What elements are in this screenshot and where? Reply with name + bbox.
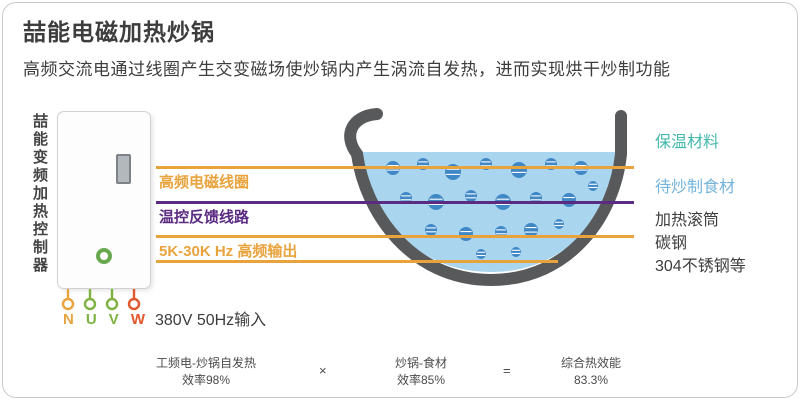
terminal-w: W [130,311,145,328]
efficiency-result: 综合热效能 83.3% [561,355,621,389]
output-label: 5K-30K Hz 高频输出 [159,243,298,260]
page-subtitle: 高频交流电通过线圈产生交变磁场使炒锅内产生涡流自发热，进而实现烘干炒制功能 [23,60,671,79]
drum-label-line2: 碳钢 [655,235,688,252]
controller-display [116,154,131,184]
terminal-wires-icon [61,289,141,311]
equals-sign: = [503,363,511,378]
controller-vertical-label: 喆能变频加热控制器 [31,113,48,275]
multiply-sign: × [319,363,327,378]
terminal-u: U [85,311,97,328]
wire-v-icon [105,289,119,311]
terminal-n: N [63,311,74,328]
wire-w-icon [127,289,141,311]
drum-label-line3: 304不锈钢等 [655,258,746,275]
terminal-letters: N U V W [57,311,151,328]
wok-wall [344,108,627,287]
feedback-line [156,201,634,204]
food-label: 待炒制食材 [655,179,736,196]
efficiency-step2: 炒锅-食材 效率85% [395,355,447,389]
controller-logo-icon [96,248,112,264]
coil-line-top [156,166,634,169]
feedback-label: 温控反馈线路 [159,209,250,226]
efficiency-result-title: 综合热效能 [560,356,622,370]
drum-label-line1: 加热滚筒 [655,212,720,229]
efficiency-result-value: 83.3% [573,373,609,387]
wire-n-icon [61,289,75,311]
drum-label: 加热滚筒 碳钢 304不锈钢等 [655,209,746,278]
coil-label: 高频电磁线圈 [159,174,250,191]
efficiency-step2-title: 炒锅-食材 [395,356,447,370]
wok-illustration [344,108,627,287]
coil-line-bottom [156,260,558,263]
page-title: 喆能电磁加热炒锅 [23,19,215,45]
wok-liquid [361,152,619,272]
wire-u-icon [83,289,97,311]
efficiency-step1-title: 工频电-炒锅自发热 [156,356,256,370]
coil-line-middle [156,235,634,238]
efficiency-step1: 工频电-炒锅自发热 效率98% [156,355,256,389]
efficiency-step2-value: 效率85% [396,373,446,387]
insulation-label: 保温材料 [655,134,720,151]
terminal-v: V [108,311,119,328]
power-input-label: 380V 50Hz输入 [155,312,267,329]
controller-box [57,111,151,289]
efficiency-step1-value: 效率98% [181,373,231,387]
